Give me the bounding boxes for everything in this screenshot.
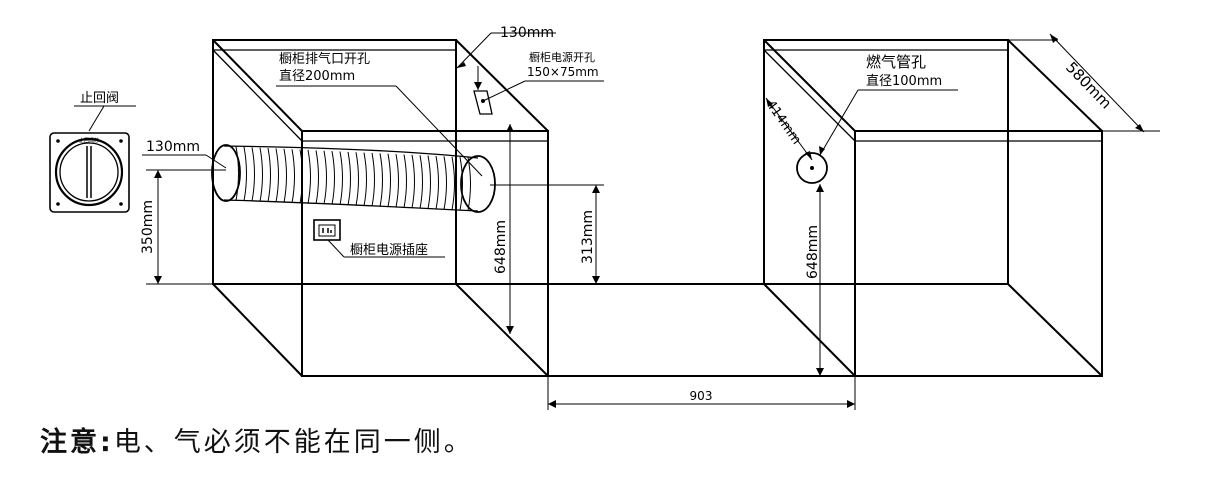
note-text: 电、气必须不能在同一侧。 [113, 427, 474, 458]
duct-rib [435, 155, 439, 210]
height-648-right-label: 648mm [805, 225, 821, 279]
duct-rib [323, 150, 327, 205]
exhaust-diameter-label: 直径200mm [279, 69, 355, 84]
duct-rib [403, 154, 407, 208]
duct-rib [387, 153, 391, 208]
warning-note: 注意:电、气必须不能在同一侧。 [40, 420, 474, 459]
right-cabinet [763, 39, 1103, 377]
power-socket [313, 219, 341, 241]
gas-diameter-label: 直径100mm [866, 74, 942, 89]
duct-rib [307, 149, 311, 204]
duct-rib [411, 154, 415, 209]
duct-rib [339, 151, 343, 206]
flexible-duct [211, 144, 496, 213]
check-valve: 止回阀芯 [49, 132, 130, 213]
duct-rib [467, 157, 471, 211]
height-313-label: 313mm [580, 210, 596, 264]
duct-rib [451, 156, 455, 210]
valve-tag: 止回阀芯 [79, 137, 99, 144]
duct-rib [331, 151, 335, 205]
duct-rib [459, 157, 463, 211]
duct-rib [427, 155, 431, 209]
duct-rib [243, 146, 247, 201]
duct-rib [299, 149, 303, 204]
duct-rib [355, 152, 359, 206]
width-903-label: 903 [690, 389, 713, 403]
note-prefix: 注意: [40, 427, 114, 458]
duct-rib [315, 150, 319, 205]
power-hole-label: 橱柜电源开孔 [529, 50, 595, 64]
duct-rib [283, 148, 287, 203]
duct-rib [235, 146, 239, 201]
duct-rib [371, 152, 375, 207]
left-cabinet [212, 39, 549, 377]
duct-rib [291, 149, 295, 204]
duct-rib [259, 147, 263, 202]
duct-rib [379, 153, 383, 207]
duct-rib [275, 148, 279, 203]
check-valve-label: 止回阀 [80, 91, 119, 106]
height-648-left-label: 648mm [493, 220, 509, 274]
duct-rib [251, 147, 255, 202]
depth-580-label: 580mm [1062, 58, 1115, 112]
duct-rib [443, 156, 447, 210]
duct-130-label: 130mm [146, 139, 200, 155]
dist-414-label: 414mm [763, 98, 804, 148]
duct-rib [267, 147, 271, 202]
power-socket-label: 橱柜电源插座 [350, 243, 428, 258]
height-350-label: 350mm [140, 200, 156, 254]
power-hole-size-label: 150×75mm [527, 65, 599, 79]
duct-rib [419, 155, 423, 209]
gas-hole-label: 燃气管孔 [866, 53, 926, 71]
exhaust-hole-label: 橱柜排气口开孔 [279, 51, 370, 67]
duct-rib [395, 154, 399, 208]
duct-rib [363, 152, 367, 207]
duct-rib [347, 151, 351, 206]
